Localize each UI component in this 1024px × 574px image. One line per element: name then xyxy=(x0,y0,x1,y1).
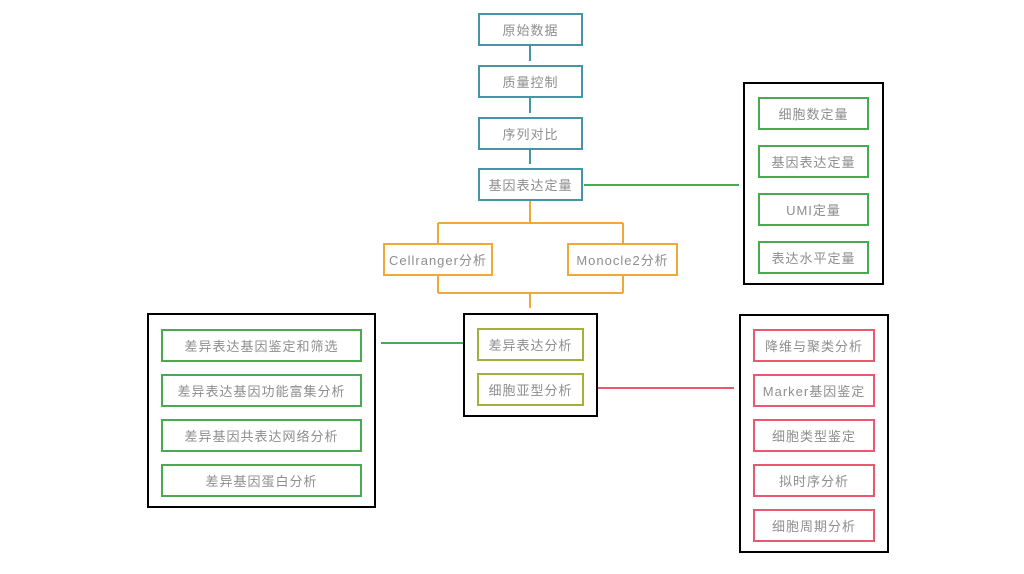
node-differential-expression-analysis: 差异表达分析 xyxy=(477,328,584,361)
node-gene-expression-quantification: 基因表达定量 xyxy=(478,168,583,201)
node-monocle2-analysis: Monocle2分析 xyxy=(567,243,678,276)
group-differential-analysis: 差异表达基因鉴定和筛选 差异表达基因功能富集分析 差异基因共表达网络分析 差异基… xyxy=(147,313,376,508)
node-cell-subtype-analysis: 细胞亚型分析 xyxy=(477,373,584,406)
node-cell-subtype-analysis-label: 细胞亚型分析 xyxy=(488,383,573,398)
group-core-analysis: 差异表达分析 细胞亚型分析 xyxy=(463,313,598,417)
node-monocle2-analysis-label: Monocle2分析 xyxy=(576,253,669,268)
node-deg-coexpression-network-label: 差异基因共表达网络分析 xyxy=(184,429,339,444)
node-raw-data-label: 原始数据 xyxy=(502,23,559,38)
node-deg-coexpression-network: 差异基因共表达网络分析 xyxy=(161,419,362,452)
node-deg-identification-screening-label: 差异表达基因鉴定和筛选 xyxy=(184,339,339,354)
node-dimred-clustering-label: 降维与聚类分析 xyxy=(764,339,863,354)
node-deg-functional-enrichment: 差异表达基因功能富集分析 xyxy=(161,374,362,407)
node-cellranger-analysis: Cellranger分析 xyxy=(383,243,493,276)
node-cell-cycle-analysis: 细胞周期分析 xyxy=(753,509,875,542)
node-deg-protein-analysis-label: 差异基因蛋白分析 xyxy=(205,474,318,489)
node-gene-expression-quant: 基因表达定量 xyxy=(758,145,869,178)
node-pseudotime-analysis: 拟时序分析 xyxy=(753,464,875,497)
node-dimred-clustering: 降维与聚类分析 xyxy=(753,329,875,362)
node-pseudotime-analysis-label: 拟时序分析 xyxy=(778,474,849,489)
node-cell-count-quant: 细胞数定量 xyxy=(758,97,869,130)
node-quality-control: 质量控制 xyxy=(478,65,583,98)
node-quality-control-label: 质量控制 xyxy=(502,75,559,90)
node-cell-type-identification: 细胞类型鉴定 xyxy=(753,419,875,452)
node-gene-expression-quant-label: 基因表达定量 xyxy=(771,155,856,170)
node-deg-protein-analysis: 差异基因蛋白分析 xyxy=(161,464,362,497)
node-differential-expression-analysis-label: 差异表达分析 xyxy=(488,338,573,353)
node-cell-type-identification-label: 细胞类型鉴定 xyxy=(771,429,856,444)
node-sequence-alignment-label: 序列对比 xyxy=(502,127,559,142)
group-quantification: 细胞数定量 基因表达定量 UMI定量 表达水平定量 xyxy=(743,82,884,285)
node-cell-count-quant-label: 细胞数定量 xyxy=(778,107,849,122)
node-gene-expression-quantification-label: 基因表达定量 xyxy=(488,178,573,193)
node-cellranger-analysis-label: Cellranger分析 xyxy=(389,253,487,268)
node-marker-gene-identification: Marker基因鉴定 xyxy=(753,374,875,407)
node-umi-quant-label: UMI定量 xyxy=(786,203,841,218)
node-sequence-alignment: 序列对比 xyxy=(478,117,583,150)
node-deg-identification-screening: 差异表达基因鉴定和筛选 xyxy=(161,329,362,362)
node-raw-data: 原始数据 xyxy=(478,13,583,46)
node-umi-quant: UMI定量 xyxy=(758,193,869,226)
node-deg-functional-enrichment-label: 差异表达基因功能富集分析 xyxy=(177,384,346,399)
node-marker-gene-identification-label: Marker基因鉴定 xyxy=(762,384,866,399)
group-subtype-analysis: 降维与聚类分析 Marker基因鉴定 细胞类型鉴定 拟时序分析 细胞周期分析 xyxy=(739,314,889,553)
node-cell-cycle-analysis-label: 细胞周期分析 xyxy=(771,519,856,534)
node-expression-level-quant-label: 表达水平定量 xyxy=(771,251,856,266)
node-expression-level-quant: 表达水平定量 xyxy=(758,241,869,274)
